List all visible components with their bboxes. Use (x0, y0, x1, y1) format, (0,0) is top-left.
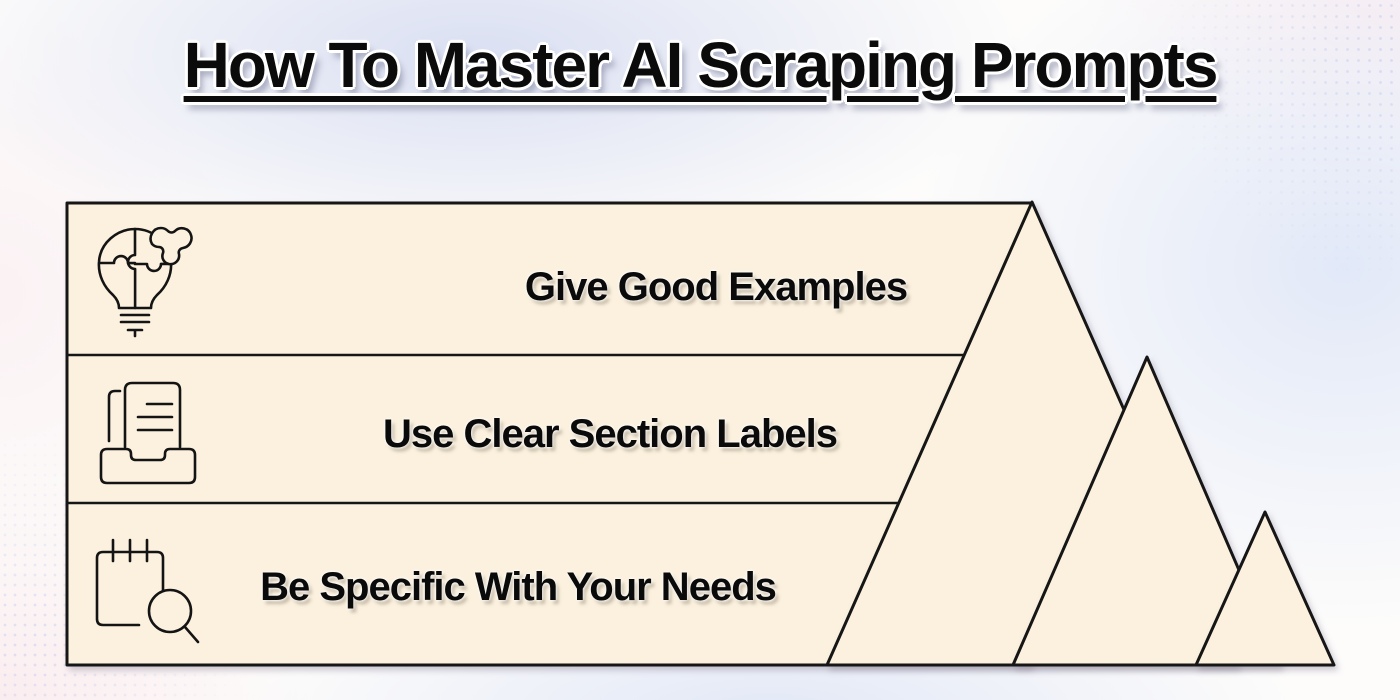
band-stack-shape (65, 201, 1031, 667)
puzzle-lightbulb-globe-icon (97, 226, 193, 338)
pyramid-triangle-2 (1011, 355, 1282, 667)
document-inbox-icon (99, 381, 197, 485)
row-label-be-specific-with-your-needs: Be Specific With Your Needs (260, 565, 777, 609)
row-label-use-clear-section-labels: Use Clear Section Labels (383, 412, 838, 456)
page-title: How To Master AI Scraping Prompts (183, 29, 1219, 101)
pyramid-triangle-3 (1194, 510, 1336, 667)
notepad-magnifier-icon (95, 538, 200, 644)
row-label-give-good-examples: Give Good Examples (524, 265, 908, 309)
